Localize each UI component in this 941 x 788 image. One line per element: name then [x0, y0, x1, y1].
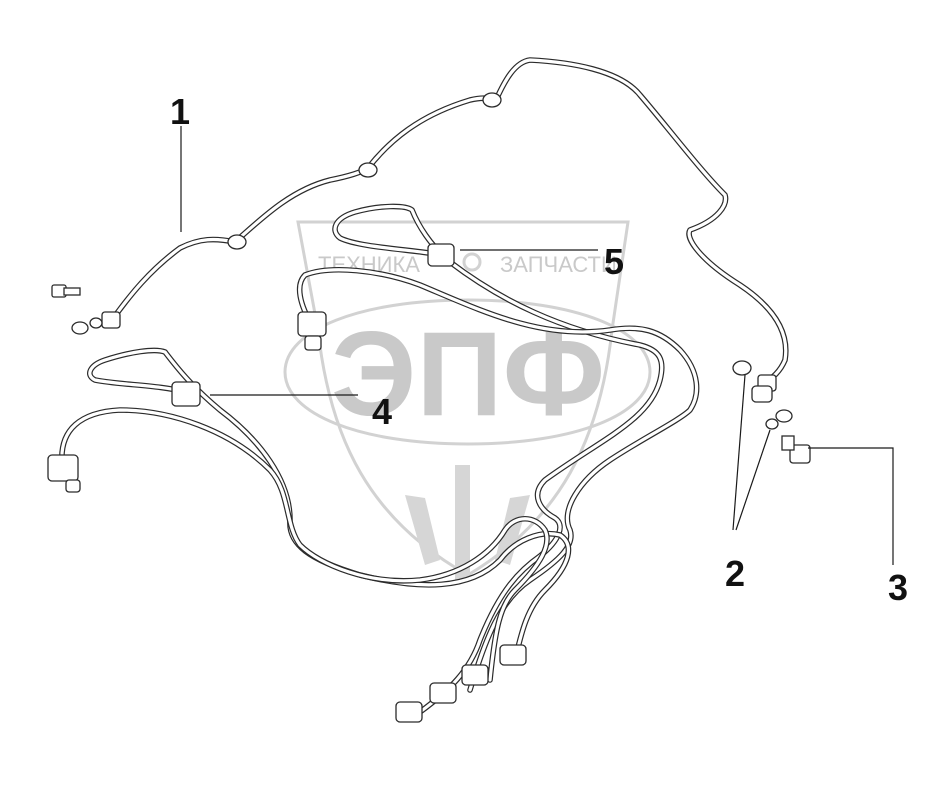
sealing-washer [732, 360, 752, 376]
callout-1: 1 [170, 91, 190, 132]
washer [71, 321, 89, 335]
leader-lines [180, 126, 894, 565]
pipe-1 [101, 57, 789, 392]
sealing-washer [765, 418, 779, 430]
pipe-nut [101, 311, 121, 329]
injector-nut [47, 454, 79, 482]
watermark-gear-icon [462, 252, 482, 272]
injector-nut-tip [304, 335, 322, 351]
callout-4: 4 [372, 391, 392, 432]
pipe-bundle [47, 203, 700, 723]
pipe-clamp [482, 92, 502, 108]
watermark: ТЕХНИКА ЗАПЧАСТИ ЭПФ [283, 220, 652, 580]
pipe-clamp [358, 162, 378, 178]
pump-nut [429, 682, 457, 704]
bolt-shank [63, 287, 81, 296]
washer [89, 317, 103, 329]
callouts: 1 2 3 4 5 [170, 91, 908, 608]
callout-5: 5 [604, 241, 624, 282]
injector-nut-5 [427, 243, 455, 267]
right-fittings [732, 360, 811, 464]
left-bolt-assembly [51, 284, 103, 335]
banjo-bolt-head [789, 444, 811, 464]
sealing-washer [775, 409, 793, 423]
leader-2a [732, 374, 746, 531]
pump-nut [395, 701, 423, 723]
injector-nut-tip [65, 479, 81, 493]
watermark-wheat-icon [405, 465, 530, 580]
watermark-right-text: ЗАПЧАСТИ [500, 252, 617, 277]
injector-nut-4 [171, 381, 201, 407]
banjo-fitting [751, 385, 773, 403]
pump-nut [499, 644, 527, 666]
callout-3: 3 [888, 567, 908, 608]
injector-nut [297, 311, 327, 337]
watermark-oval [283, 298, 652, 446]
callout-2: 2 [725, 553, 745, 594]
leader-2b [735, 429, 771, 531]
leader-3 [808, 447, 894, 565]
banjo-bolt-shank [781, 435, 795, 451]
pump-nut [461, 664, 489, 686]
pipe-clamp [227, 234, 247, 250]
